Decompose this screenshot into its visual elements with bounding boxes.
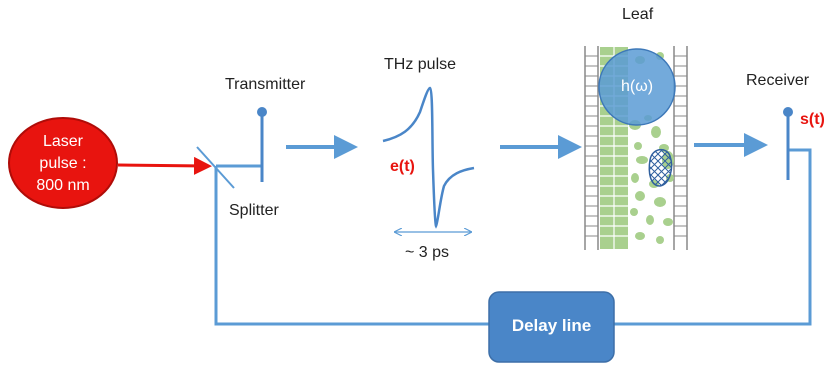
splitter-label: Splitter	[229, 202, 279, 219]
transmitter-label: Transmitter	[225, 76, 306, 93]
duration-label: ~ 3 ps	[405, 244, 450, 261]
delay-return-line	[614, 148, 812, 326]
transfer-function-label: h(ω)	[620, 78, 654, 95]
laser-label-line2: pulse :	[39, 155, 87, 172]
thz-pulse-label: THz pulse	[384, 56, 457, 73]
signal-label: s(t)	[800, 111, 825, 128]
receiver-antenna	[783, 107, 793, 180]
delay-line-label: Delay line	[511, 316, 592, 335]
transmitter-antenna	[257, 107, 267, 182]
thz-pulse-waveform	[382, 86, 475, 229]
delay-line-box	[488, 291, 615, 363]
delay-loop-line	[214, 166, 492, 326]
laser-label-line3: 800 nm	[36, 177, 90, 194]
laser-source	[8, 117, 118, 209]
receiver-label: Receiver	[746, 72, 810, 89]
laser-label: Laser pulse : 800 nm	[8, 131, 118, 197]
leaf-cross-section	[584, 46, 688, 250]
laser-beam-arrow	[117, 156, 212, 175]
field-label: e(t)	[390, 158, 415, 175]
laser-label-line1: Laser	[42, 133, 84, 150]
leaf-label: Leaf	[622, 6, 654, 23]
